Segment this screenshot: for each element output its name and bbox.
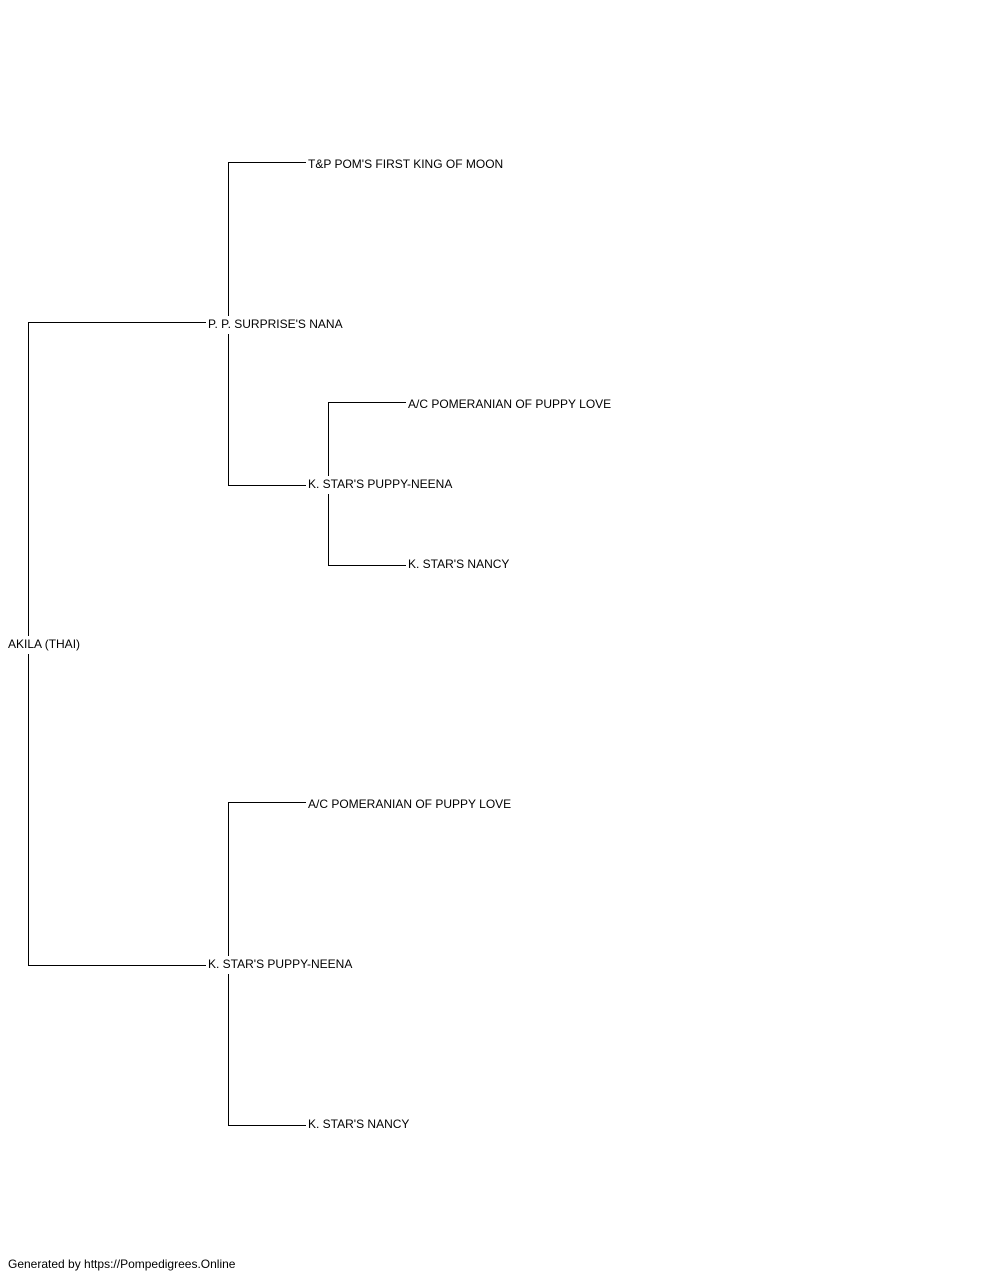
dam-to-dam-dam-connector bbox=[228, 974, 306, 1126]
dam-to-dam-sire-connector bbox=[228, 802, 306, 956]
pedigree-node-subject: AKILA (THAI) bbox=[7, 637, 82, 651]
pedigree-node-sire-dam: K. STAR'S PUPPY-NEENA bbox=[307, 477, 454, 491]
pedigree-node-dam: K. STAR'S PUPPY-NEENA bbox=[207, 957, 354, 971]
sire-dam-to-dam-connector bbox=[328, 494, 406, 566]
generated-by-footer: Generated by https://Pompedigrees.Online bbox=[8, 1257, 236, 1271]
pedigree-node-sire-sire: T&P POM'S FIRST KING OF MOON bbox=[307, 157, 505, 171]
subject-to-dam-connector bbox=[28, 654, 206, 966]
pedigree-node-dam-sire: A/C POMERANIAN OF PUPPY LOVE bbox=[307, 797, 513, 811]
pedigree-node-sire: P. P. SURPRISE'S NANA bbox=[207, 317, 344, 331]
pedigree-node-dam-dam: K. STAR'S NANCY bbox=[307, 1117, 411, 1131]
sire-to-sire-dam-connector bbox=[228, 334, 306, 486]
sire-dam-to-sire-connector bbox=[328, 402, 406, 476]
pedigree-node-sire-dam-dam: K. STAR'S NANCY bbox=[407, 557, 511, 571]
subject-to-sire-connector bbox=[28, 322, 206, 636]
sire-to-sire-sire-connector bbox=[228, 162, 306, 316]
pedigree-node-sire-dam-sire: A/C POMERANIAN OF PUPPY LOVE bbox=[407, 397, 613, 411]
